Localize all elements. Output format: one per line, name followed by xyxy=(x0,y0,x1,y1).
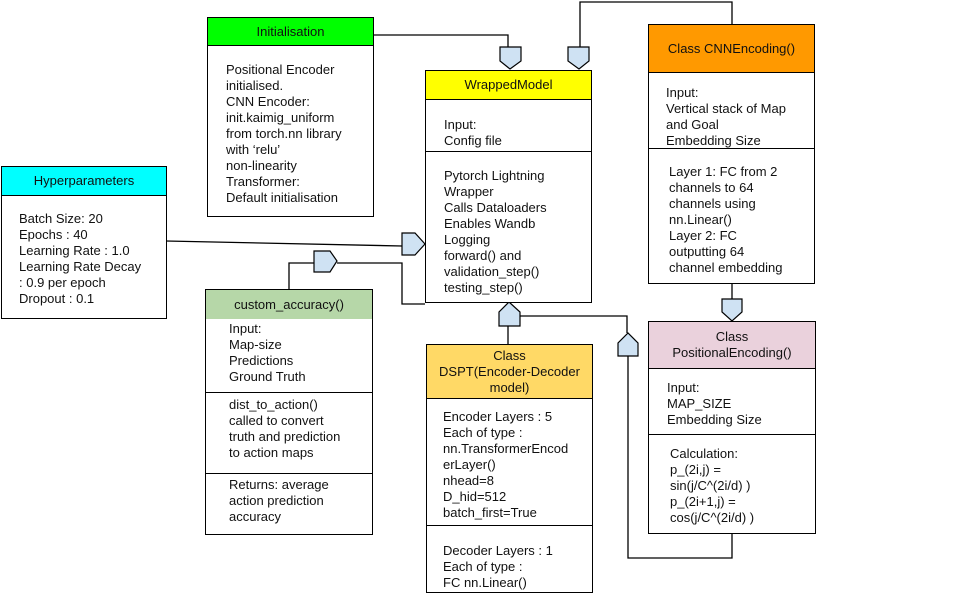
box-title: WrappedModel xyxy=(426,71,591,100)
box-body: Positional Encoder initialised. CNN Enco… xyxy=(226,62,342,205)
box-body: Pytorch Lightning Wrapper Calls Dataload… xyxy=(444,168,547,295)
box-title: Class CNNEncoding() xyxy=(649,25,814,73)
dspt-box: Class DSPT(Encoder-Decoder model) Encode… xyxy=(426,344,593,593)
box-encoder: Encoder Layers : 5 Each of type : nn.Tra… xyxy=(443,409,569,520)
arrow-down-icon xyxy=(499,46,522,70)
box-input: Input: MAP_SIZE Embedding Size xyxy=(667,380,762,427)
connector-initialisation-wrappedmodel xyxy=(373,34,509,47)
box-process: dist_to_action() called to convert truth… xyxy=(229,397,341,460)
initialisation-box: Initialisation Positional Encoder initia… xyxy=(207,17,374,217)
custom-accuracy-box: custom_accuracy() Input: Map-size Predic… xyxy=(205,289,373,535)
arrow-up-icon xyxy=(617,332,639,357)
arrow-down-icon xyxy=(567,46,590,70)
connector-posenc-bottom xyxy=(627,356,733,559)
connector-hyperparameters-wrappedmodel xyxy=(165,240,403,247)
box-title: Class PositionalEncoding() xyxy=(649,322,815,369)
connector-cnn-wrappedmodel xyxy=(579,1,733,47)
wrappedmodel-box: WrappedModel Input: Config file Pytorch … xyxy=(425,70,592,303)
divider xyxy=(206,473,372,474)
arrow-up-icon xyxy=(498,301,521,327)
box-title: Initialisation xyxy=(208,18,373,46)
cnn-encoding-box: Class CNNEncoding() Input: Vertical stac… xyxy=(648,24,815,284)
box-title: Class DSPT(Encoder-Decoder model) xyxy=(427,345,592,399)
box-title: custom_accuracy() xyxy=(206,290,372,319)
hyperparameters-box: Hyperparameters Batch Size: 20 Epochs : … xyxy=(1,166,167,319)
divider xyxy=(649,434,815,435)
arrow-right-icon xyxy=(401,232,426,256)
arrow-down-icon xyxy=(721,298,743,322)
connector-accuracy-wrappedmodel xyxy=(288,262,314,289)
box-decoder: Decoder Layers : 1 Each of type : FC nn.… xyxy=(443,543,553,590)
box-input: Input: Vertical stack of Map and Goal Em… xyxy=(666,85,786,148)
divider xyxy=(206,392,372,393)
box-calculation: Calculation: p_(2i,j) = sin(j/C^(2i/d) )… xyxy=(670,446,755,525)
box-title: Hyperparameters xyxy=(2,167,166,196)
box-returns: Returns: average action prediction accur… xyxy=(229,477,329,524)
box-input: Input: Map-size Predictions Ground Truth xyxy=(229,321,306,384)
connector-posenc-dspt xyxy=(520,315,628,333)
positional-encoding-box: Class PositionalEncoding() Input: MAP_SI… xyxy=(648,321,816,534)
divider xyxy=(427,525,592,526)
box-input: Input: Config file xyxy=(444,117,502,148)
connector-accuracy-wrappedmodel-2 xyxy=(337,262,425,305)
divider xyxy=(649,148,814,149)
arrow-right-icon xyxy=(313,250,338,273)
box-body: Batch Size: 20 Epochs : 40 Learning Rate… xyxy=(19,211,142,306)
box-layers: Layer 1: FC from 2 channels to 64 channe… xyxy=(669,164,783,275)
divider xyxy=(426,151,591,152)
